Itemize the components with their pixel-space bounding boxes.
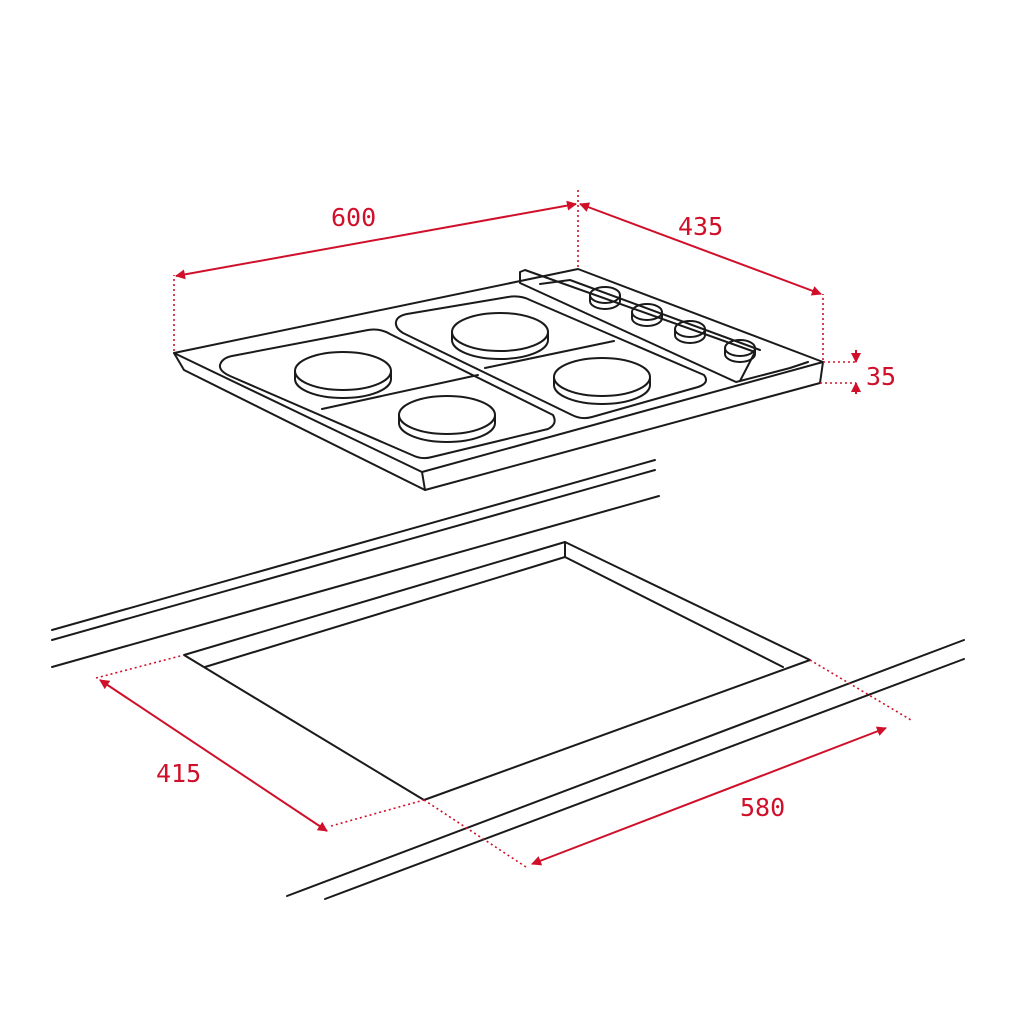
dimension-line-cutout-width [531, 726, 887, 866]
dimension-lines [95, 190, 912, 868]
knob-4-icon [724, 339, 756, 363]
dimension-line-hob-width [175, 200, 577, 280]
cutout-depth-label: 415 [156, 759, 202, 788]
knob-3-icon [674, 320, 706, 344]
hob-depth-label: 435 [678, 212, 724, 241]
worktop-cutout [183, 541, 811, 801]
burner-back-right-icon [451, 312, 549, 360]
worktop-drawing [51, 459, 965, 900]
right-burner-tray [394, 295, 707, 420]
dimension-line-cutout-depth [99, 679, 328, 832]
hob-height-label: 35 [866, 362, 897, 391]
knob-2-icon [631, 303, 663, 327]
burner-front-left-icon [398, 395, 496, 443]
dimension-line-hob-depth [579, 202, 822, 296]
burner-front-right-icon [553, 357, 651, 405]
hob-drawing [173, 268, 824, 491]
left-burner-tray [218, 328, 556, 460]
hob-width-label: 600 [331, 203, 377, 232]
cutout-width-label: 580 [740, 793, 786, 822]
burner-back-left-icon [294, 351, 392, 399]
